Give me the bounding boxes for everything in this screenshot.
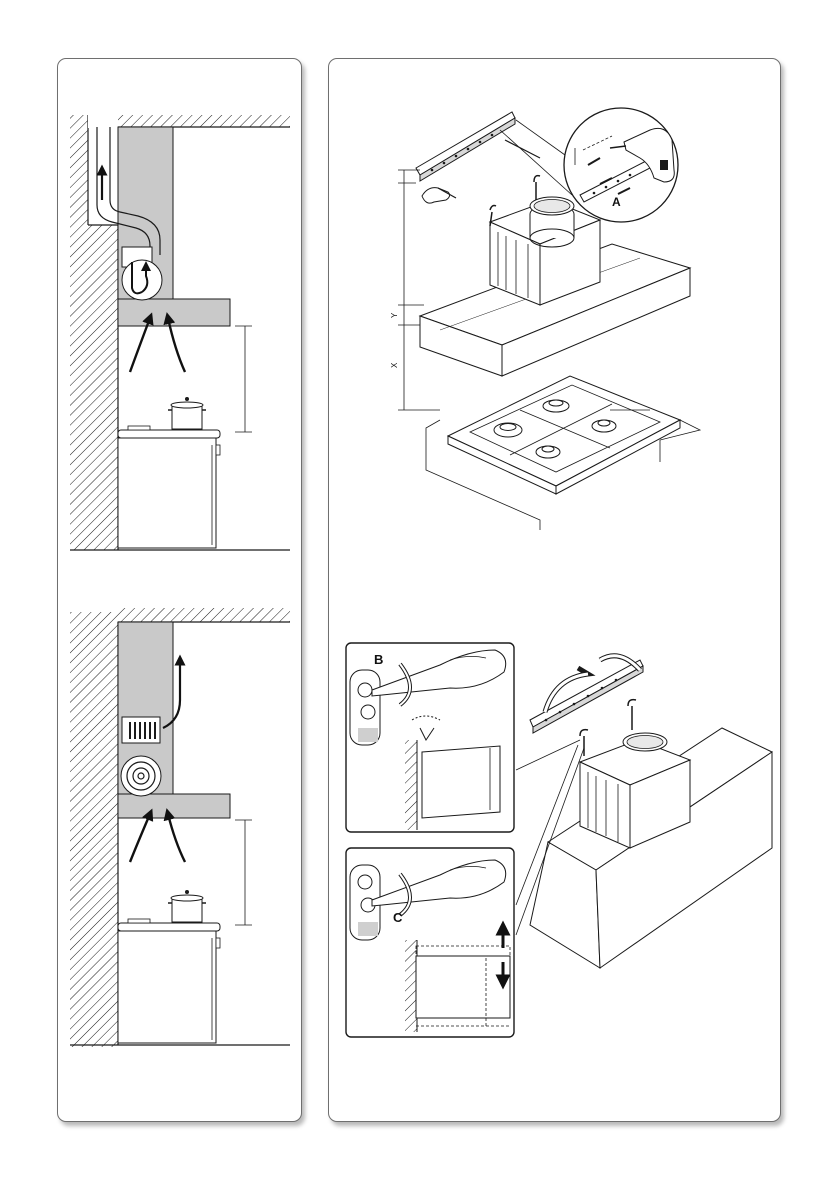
label-c: C: [393, 910, 403, 925]
wall-bracket: [416, 112, 515, 181]
inset-screw-c: C: [346, 848, 514, 1037]
ceiling-hatch: [118, 115, 290, 127]
rising-air-arrow: [130, 814, 150, 862]
gas-hob: [448, 376, 680, 494]
ceiling-hatch: [118, 608, 290, 622]
inset-screw-b: B: [346, 643, 514, 832]
ducted-mode-diagram: [70, 112, 290, 550]
hood-canopy: [118, 794, 230, 818]
label-b: B: [374, 652, 383, 667]
motor-fan: [122, 260, 162, 300]
rising-air-arrow: [168, 814, 185, 862]
cooking-pot: [168, 890, 206, 922]
motor-unit: [580, 700, 690, 848]
label-a: A: [612, 195, 621, 209]
cooking-pot: [168, 397, 206, 429]
hood-canopy: [118, 299, 230, 326]
cooker: [118, 426, 220, 548]
bracket-installation-diagram: Y X: [390, 108, 700, 530]
cooker: [118, 919, 220, 1043]
drill-detail-zoom: A: [500, 108, 678, 222]
wall-hatch: [70, 612, 118, 1047]
dim-label-y: Y: [390, 312, 399, 318]
hand: [422, 188, 450, 203]
wall-hatch: [70, 115, 88, 550]
recirculation-mode-diagram: [70, 608, 290, 1047]
dim-label-x: X: [390, 362, 399, 368]
hood-adjustment-diagram: B C: [346, 643, 772, 1037]
